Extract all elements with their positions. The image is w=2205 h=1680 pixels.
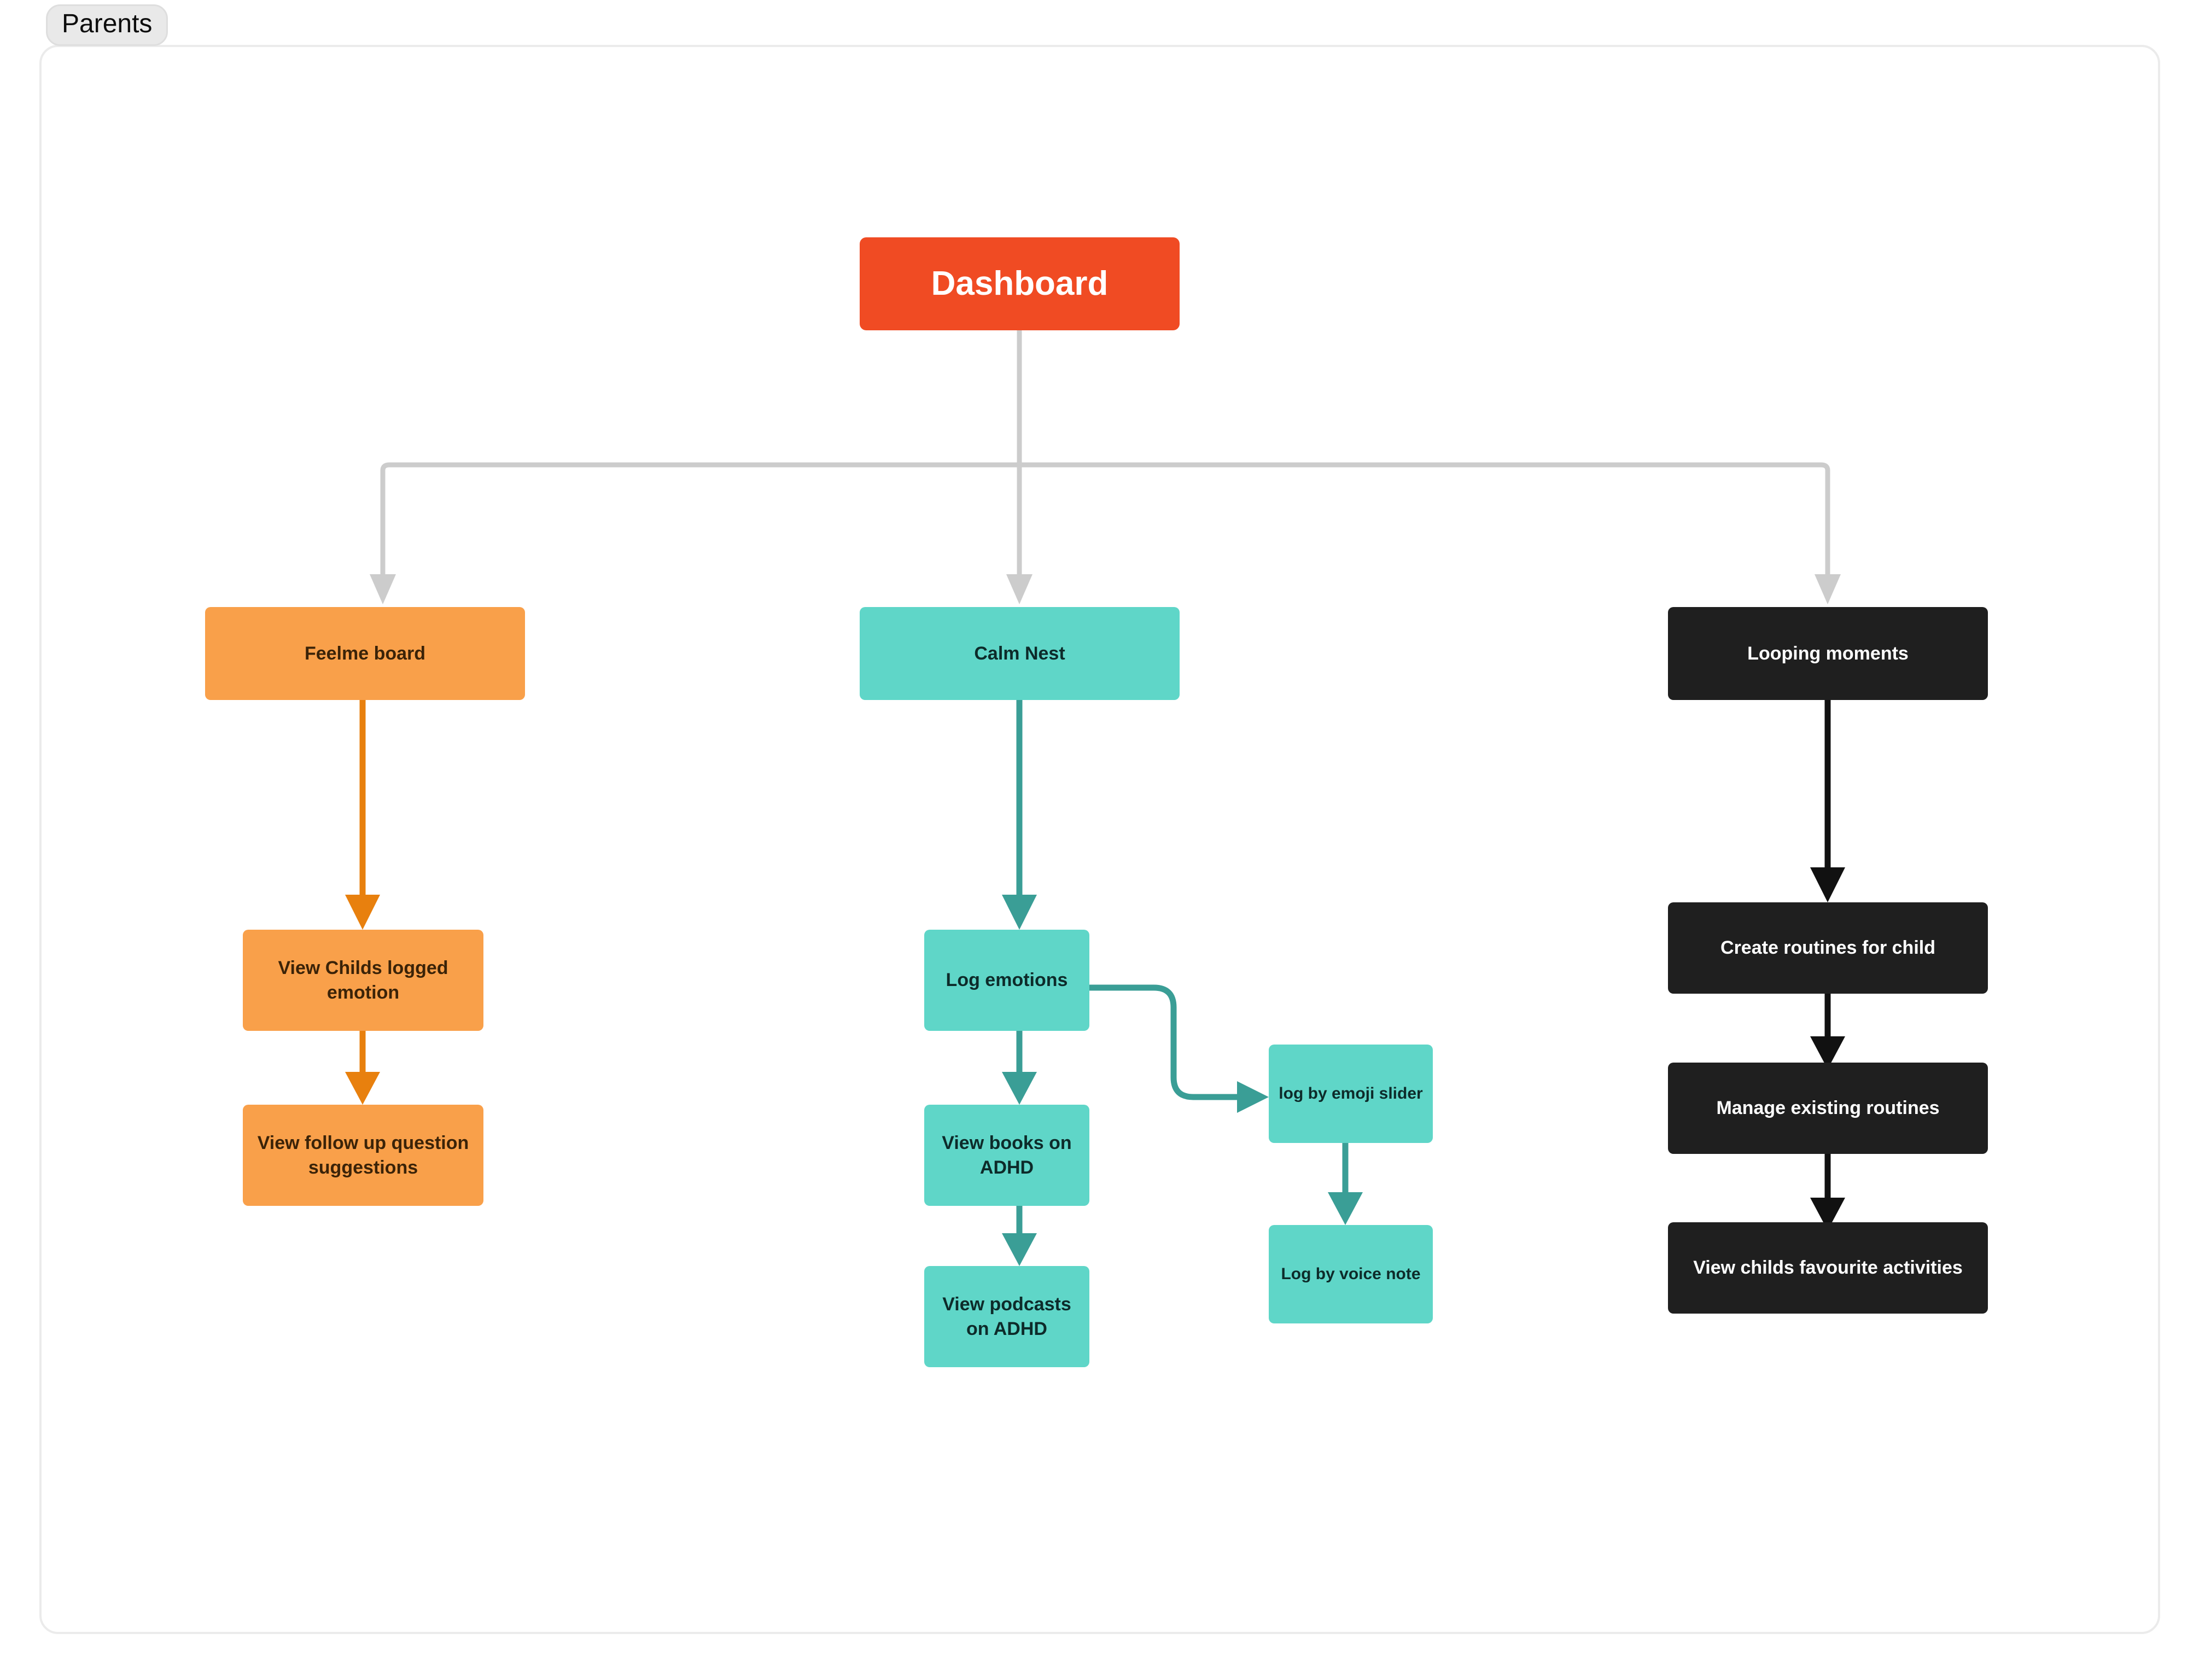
node-manage-existing-routines-label: Manage existing routines	[1716, 1098, 1940, 1119]
node-calm-nest[interactable]: Calm Nest	[860, 607, 1180, 700]
node-manage-existing-routines[interactable]: Manage existing routines	[1668, 1063, 1988, 1154]
node-log-by-emoji-slider-label: log by emoji slider	[1279, 1084, 1423, 1103]
node-calm-nest-label: Calm Nest	[974, 643, 1065, 664]
group-tag-label[interactable]: Parents	[46, 4, 168, 46]
node-looping-moments-label: Looping moments	[1747, 643, 1909, 664]
node-log-by-emoji-slider[interactable]: log by emoji slider	[1269, 1045, 1433, 1143]
node-view-childs-favourite-activities-label: View childs favourite activities	[1693, 1257, 1963, 1279]
node-dashboard-label: Dashboard	[931, 265, 1109, 303]
node-view-books-on-adhd-label: View books on ADHD	[942, 1132, 1072, 1178]
node-looping-moments[interactable]: Looping moments	[1668, 607, 1988, 700]
node-dashboard[interactable]: Dashboard	[860, 237, 1180, 330]
node-view-childs-favourite-activities[interactable]: View childs favourite activities	[1668, 1222, 1988, 1314]
node-view-childs-logged-emotion-label: View Childs logged emotion	[278, 957, 448, 1003]
node-view-books-on-adhd[interactable]: View books on ADHD	[924, 1105, 1089, 1206]
node-view-follow-up-question-suggestions-label: View follow up question suggestions	[257, 1132, 469, 1178]
node-create-routines-for-child-label: Create routines for child	[1720, 937, 1935, 959]
node-log-by-voice-note-label: Log by voice note	[1281, 1265, 1421, 1284]
node-feelme-board-label: Feelme board	[304, 643, 426, 664]
node-view-podcasts-on-adhd-label: View podcasts on ADHD	[942, 1293, 1071, 1339]
node-log-emotions[interactable]: Log emotions	[924, 930, 1089, 1031]
node-feelme-board[interactable]: Feelme board	[205, 607, 525, 700]
node-create-routines-for-child[interactable]: Create routines for child	[1668, 902, 1988, 994]
node-log-by-voice-note[interactable]: Log by voice note	[1269, 1225, 1433, 1323]
node-view-childs-logged-emotion[interactable]: View Childs logged emotion	[243, 930, 483, 1031]
node-log-emotions-label: Log emotions	[946, 970, 1068, 991]
node-view-podcasts-on-adhd[interactable]: View podcasts on ADHD	[924, 1266, 1089, 1367]
node-view-follow-up-question-suggestions[interactable]: View follow up question suggestions	[243, 1105, 483, 1206]
